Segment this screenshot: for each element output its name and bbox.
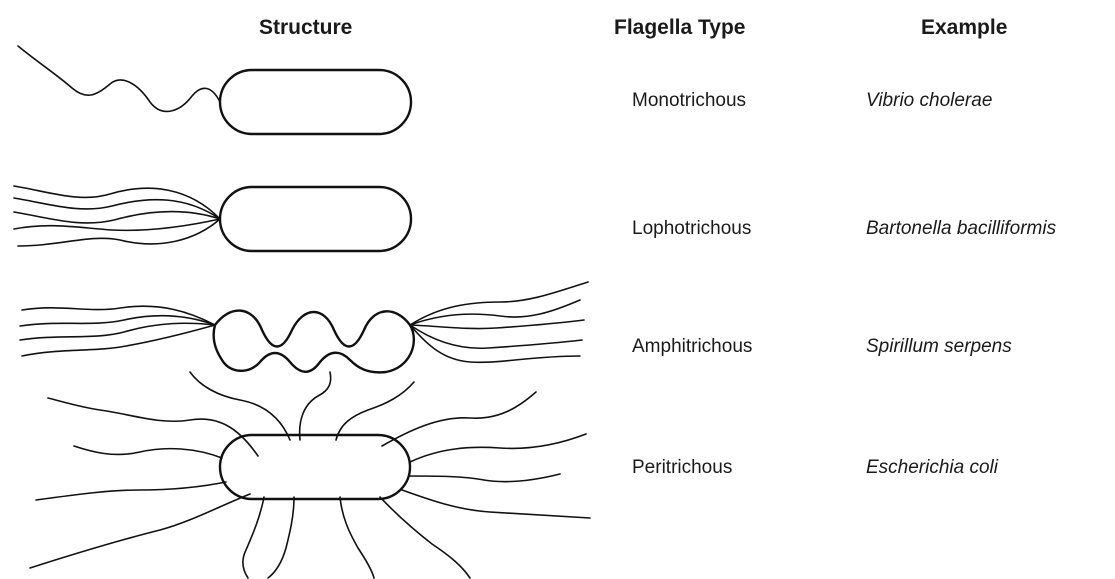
lophotrichous-flagellum bbox=[14, 219, 220, 230]
example-label-escherichia-coli: Escherichia coli bbox=[866, 457, 998, 479]
peritrichous-flagellum bbox=[190, 372, 290, 440]
amphitrichous-left-flagellum bbox=[20, 323, 215, 340]
amphitrichous-right-flagellum bbox=[410, 320, 584, 329]
type-label-amphitrichous: Amphitrichous bbox=[632, 336, 752, 358]
amphitrichous-bacterium bbox=[20, 282, 588, 372]
peritrichous-flagellum bbox=[74, 446, 222, 458]
amphitrichous-cell-body bbox=[214, 311, 414, 373]
amphitrichous-left-flagellum bbox=[22, 325, 215, 356]
header-example: Example bbox=[921, 16, 1007, 40]
lophotrichous-flagellum bbox=[14, 198, 220, 219]
peritrichous-flagellum bbox=[410, 474, 560, 482]
example-label-bartonella-bacilliformis: Bartonella bacilliformis bbox=[866, 218, 1056, 240]
peritrichous-bacterium bbox=[30, 372, 590, 578]
peritrichous-flagellum bbox=[268, 497, 294, 578]
amphitrichous-right-flagellum bbox=[410, 282, 588, 325]
peritrichous-flagellum bbox=[410, 434, 586, 462]
monotrichous-bacterium bbox=[18, 46, 411, 134]
lophotrichous-flagellum bbox=[18, 219, 220, 246]
lophotrichous-bacterium bbox=[14, 186, 411, 251]
lophotrichous-cell-body bbox=[220, 187, 411, 251]
monotrichous-flagellum bbox=[18, 46, 220, 111]
structure-drawings bbox=[0, 0, 620, 579]
amphitrichous-left-flagellum bbox=[20, 316, 215, 326]
peritrichous-flagellum bbox=[243, 497, 264, 578]
peritrichous-flagellum bbox=[36, 482, 226, 500]
peritrichous-flagellum bbox=[380, 497, 470, 578]
amphitrichous-left-flagellum bbox=[22, 306, 215, 325]
peritrichous-flagellum bbox=[382, 392, 536, 446]
monotrichous-cell-body bbox=[220, 70, 411, 134]
amphitrichous-right-flagellum bbox=[410, 325, 580, 362]
peritrichous-flagellum bbox=[300, 372, 331, 440]
lophotrichous-flagellum bbox=[14, 212, 220, 223]
type-label-monotrichous: Monotrichous bbox=[632, 90, 746, 112]
lophotrichous-flagellum bbox=[14, 186, 220, 219]
example-label-vibrio-cholerae: Vibrio cholerae bbox=[866, 90, 992, 112]
peritrichous-flagellum bbox=[402, 490, 590, 518]
peritrichous-flagellum bbox=[336, 382, 414, 440]
type-label-lophotrichous: Lophotrichous bbox=[632, 218, 751, 240]
header-flagella-type: Flagella Type bbox=[614, 16, 746, 40]
example-label-spirillum-serpens: Spirillum serpens bbox=[866, 336, 1012, 358]
peritrichous-flagellum bbox=[30, 494, 250, 568]
peritrichous-flagellum bbox=[340, 497, 374, 578]
type-label-peritrichous: Peritrichous bbox=[632, 457, 732, 479]
